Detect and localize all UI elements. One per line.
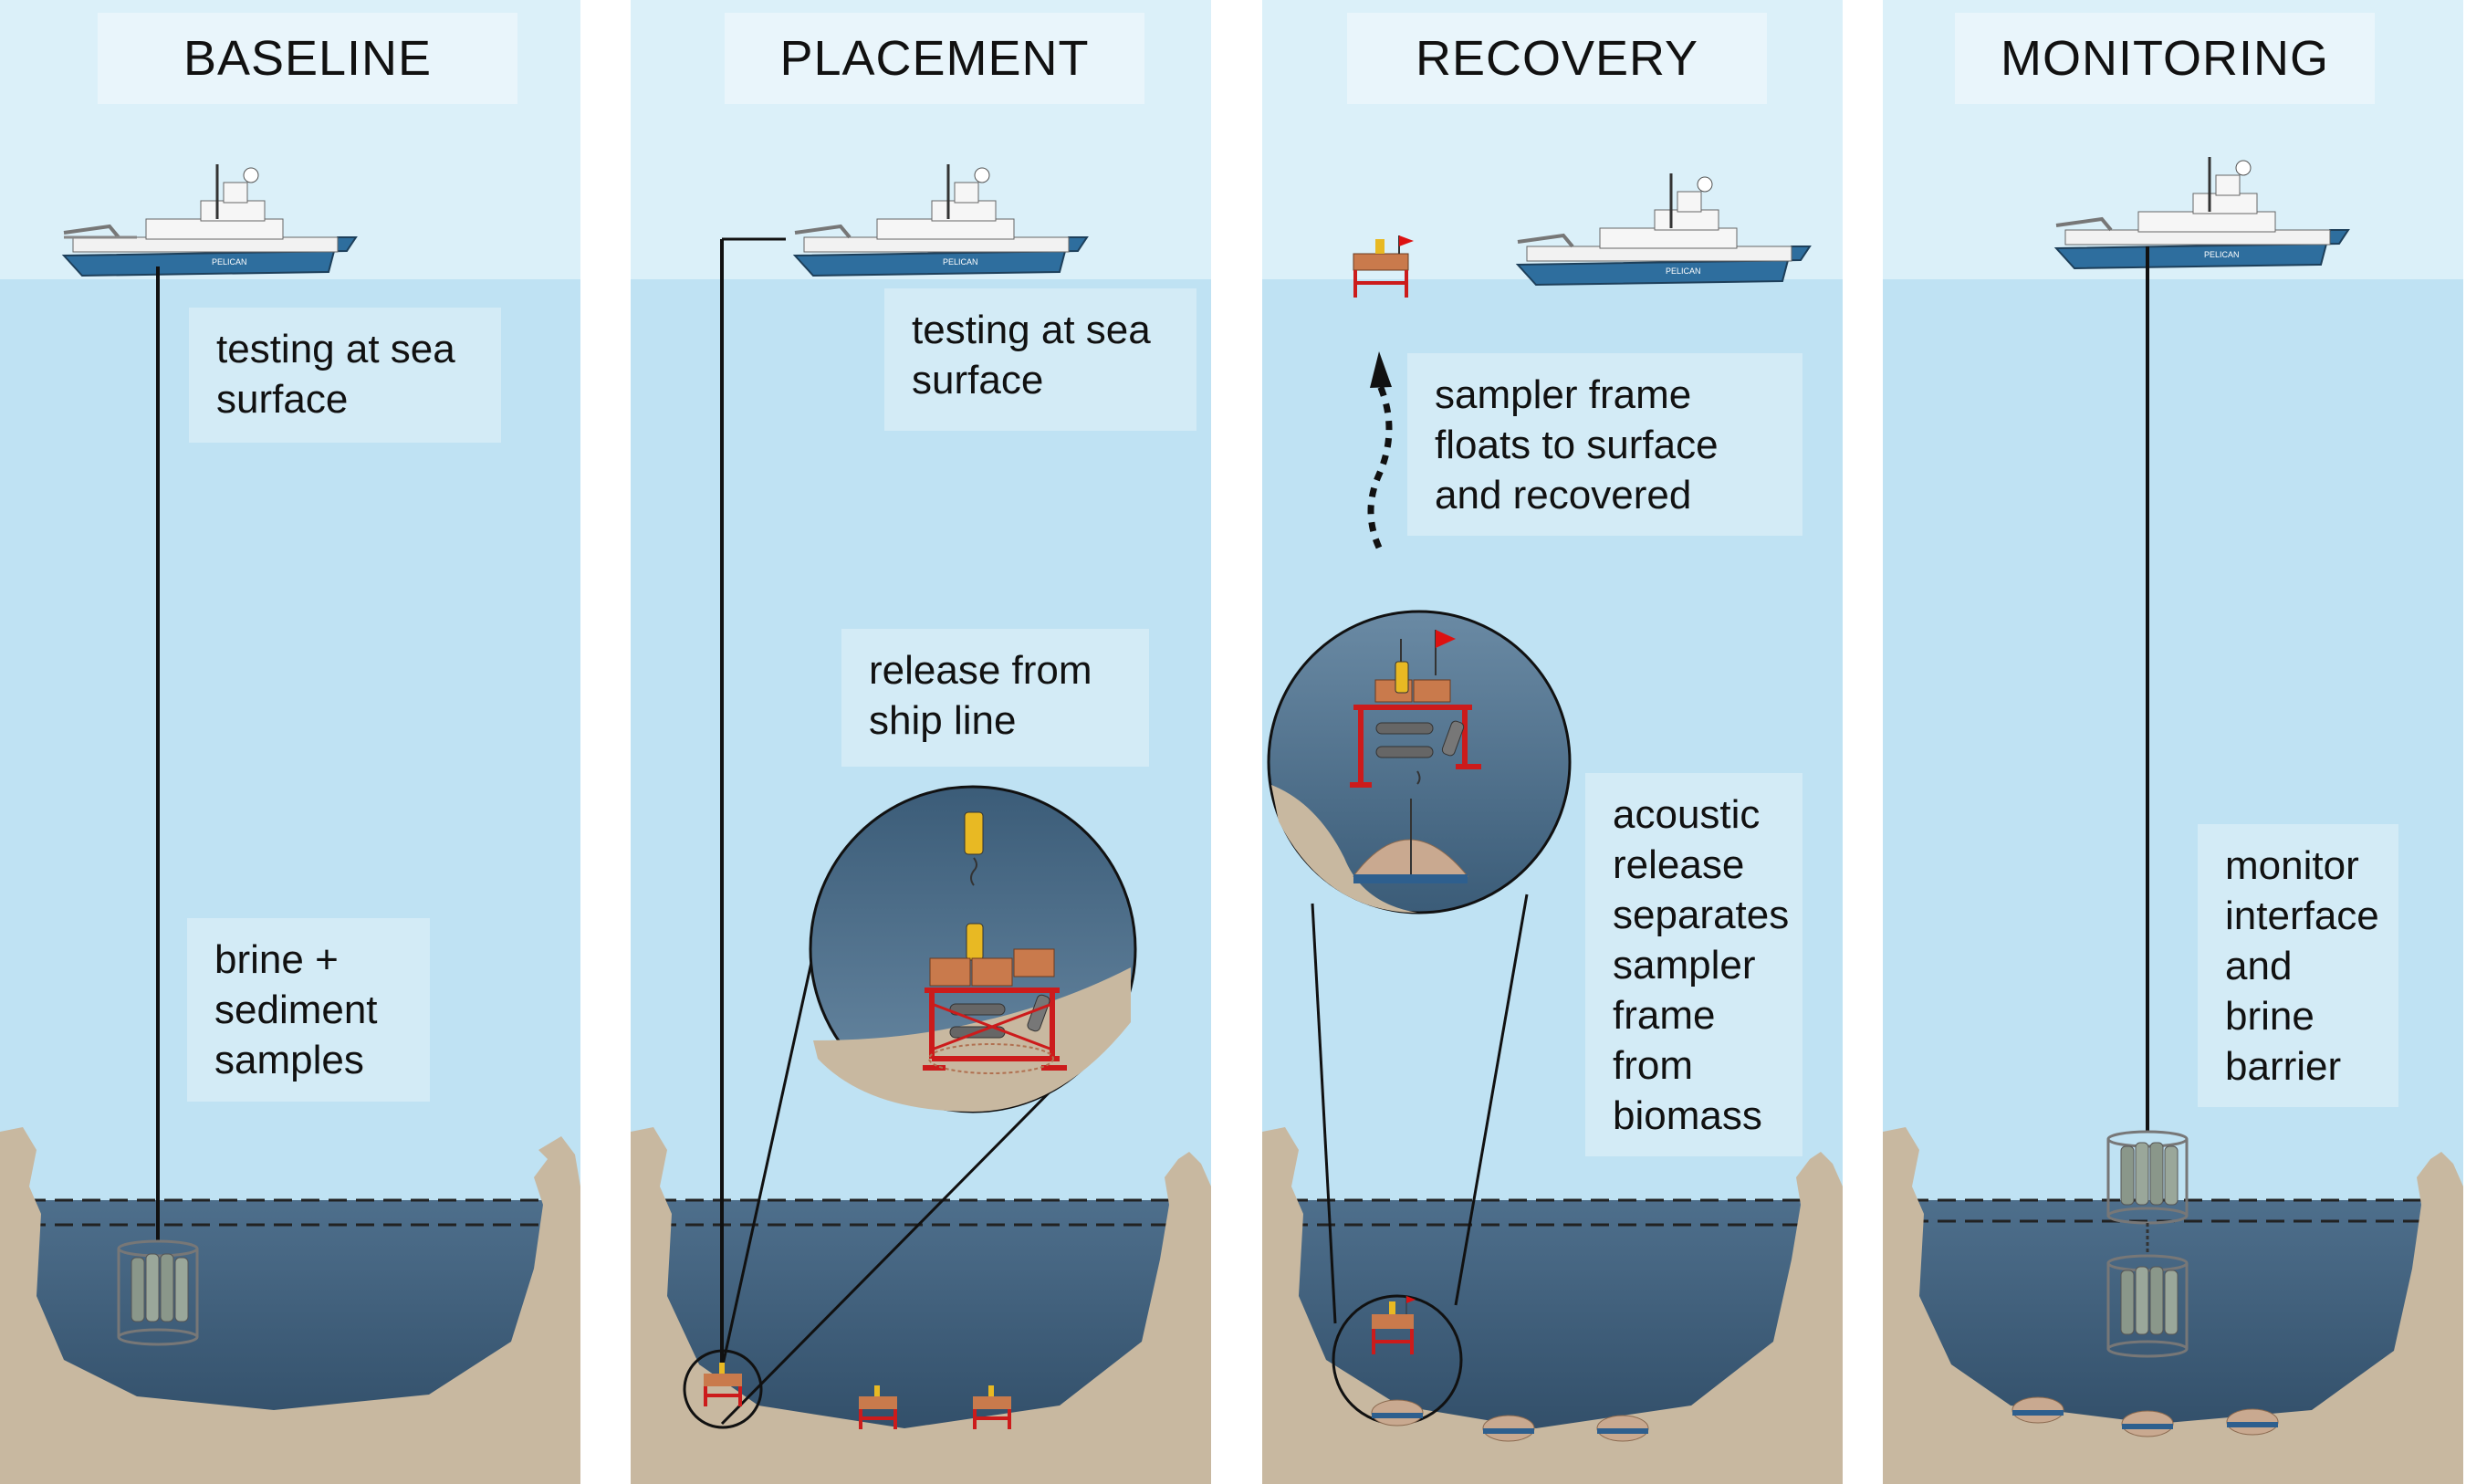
biomass-mound-icon	[2121, 1410, 2174, 1437]
seafloor	[631, 1127, 1211, 1484]
panel-monitoring: PELICAN MONITORING monitor	[1883, 0, 2463, 1484]
recovery-scene: PELICAN	[1262, 0, 1843, 1484]
ship-icon	[792, 164, 1089, 277]
float-up-arrow	[1367, 381, 1393, 549]
label-frame-floats: sampler frame floats to surface and reco…	[1407, 353, 1802, 536]
monitoring-scene: PELICAN	[1883, 0, 2463, 1484]
label-monitor-interface: monitor interface and brine barrier	[2198, 824, 2398, 1107]
panel-placement: PELICAN	[631, 0, 1211, 1484]
sampler-frame-small-icon	[859, 1385, 897, 1429]
panel-title: PLACEMENT	[725, 13, 1144, 104]
ship-name: PELICAN	[212, 257, 247, 266]
ship-name: PELICAN	[943, 257, 978, 266]
zoom-detail-circle	[1267, 610, 1572, 914]
label-brine-sediment: brine + sediment samples	[187, 918, 430, 1102]
seafloor	[0, 1127, 580, 1484]
floating-sampler-frame-icon	[1353, 235, 1414, 298]
ship-icon	[1515, 173, 1812, 287]
panel-recovery: PELICAN	[1262, 0, 1843, 1484]
label-release-ship-line: release from ship line	[841, 629, 1149, 767]
panel-title: RECOVERY	[1347, 13, 1767, 104]
panel-baseline: PELICAN BASELINE testing at sea surface …	[0, 0, 580, 1484]
biomass-mound-icon	[2011, 1396, 2064, 1424]
ship-name: PELICAN	[1666, 266, 1701, 276]
rosette-sampler-icon	[2106, 1130, 2189, 1225]
sampler-frame-small-icon	[1372, 1296, 1416, 1354]
sampler-frame-small-icon	[973, 1385, 1011, 1429]
rosette-sampler-icon	[117, 1239, 199, 1346]
ship-icon	[2053, 157, 2350, 270]
label-acoustic-release: acoustic release separates sampler frame…	[1585, 773, 1802, 1156]
seafloor	[1883, 1127, 2463, 1484]
zoom-detail-circle	[809, 785, 1137, 1113]
panel-title: BASELINE	[98, 13, 517, 104]
label-testing-surface: testing at sea surface	[884, 288, 1196, 431]
zoom-origin-circle	[683, 1349, 763, 1429]
sampler-frame-small-icon	[704, 1363, 742, 1406]
biomass-mound-icon	[2226, 1408, 2279, 1436]
biomass-mound-icon	[1371, 1399, 1424, 1427]
label-testing-surface: testing at sea surface	[189, 308, 501, 443]
ship-icon	[61, 164, 358, 277]
baseline-scene: PELICAN	[0, 0, 580, 1484]
placement-scene: PELICAN	[631, 0, 1211, 1484]
rosette-sampler-icon	[2106, 1254, 2189, 1358]
seafloor	[1262, 1127, 1843, 1484]
biomass-mound-icon	[1482, 1415, 1535, 1442]
panel-title: MONITORING	[1955, 13, 2375, 104]
ship-name: PELICAN	[2204, 250, 2240, 259]
biomass-mound-icon	[1596, 1415, 1649, 1442]
